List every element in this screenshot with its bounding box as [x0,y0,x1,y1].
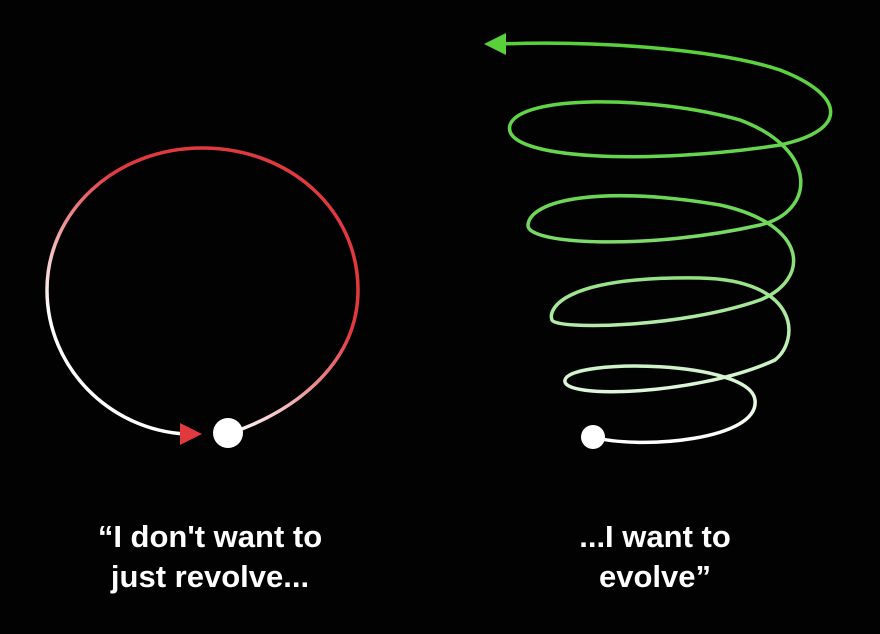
evolve-spiral-path [498,41,833,445]
evolve-caption: ...I want to evolve” [485,517,825,597]
evolve-start-dot [581,425,605,449]
revolve-caption-line1: “I don't want to [97,519,323,554]
revolve-caption-line2: just revolve... [110,559,310,594]
evolve-caption-line1: ...I want to [579,519,731,554]
evolve-arrowhead-icon [484,33,506,55]
revolve-start-dot [213,418,243,448]
revolve-circle-arc [45,146,360,436]
evolve-spiral-group [484,33,833,449]
revolve-arrowhead-icon [180,423,202,445]
evolve-caption-line2: evolve” [598,559,711,594]
revolve-circle-group [45,146,360,448]
revolve-caption: “I don't want to just revolve... [40,517,380,597]
